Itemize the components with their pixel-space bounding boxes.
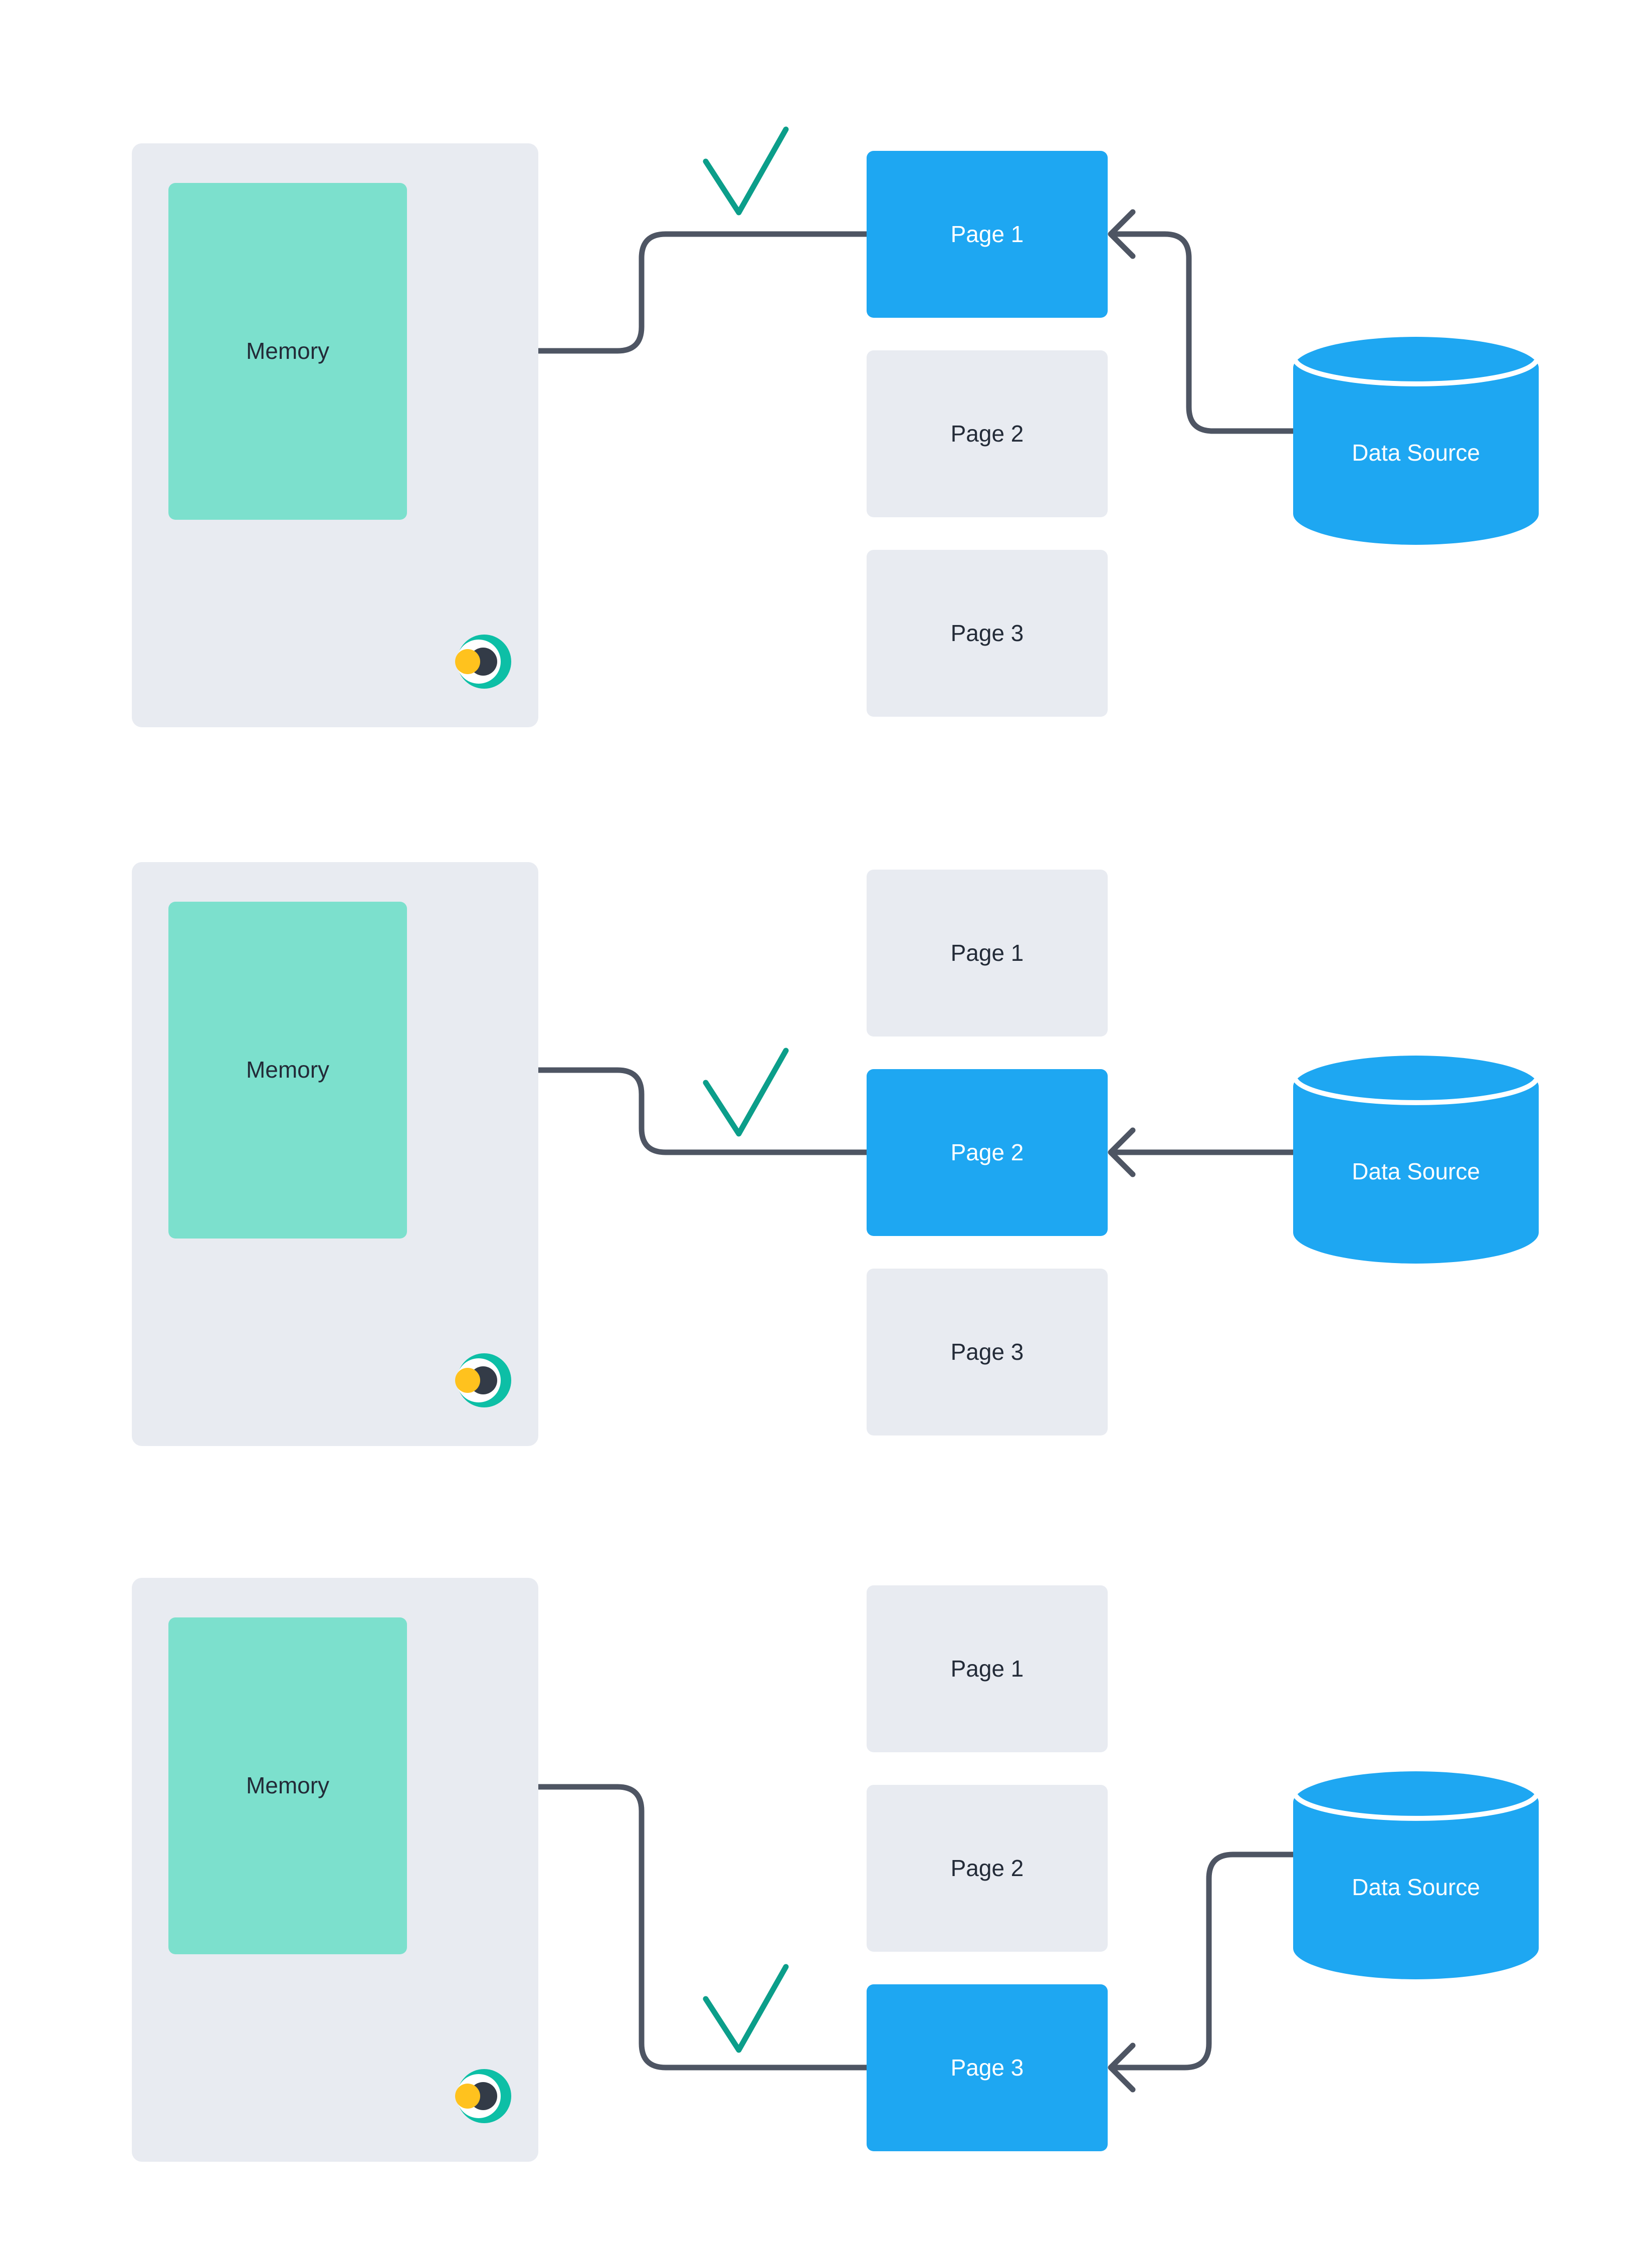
eclipse-logo-icon [455,635,511,689]
cylinder-icon [1293,1771,1539,1979]
memory-box: Memory [168,902,407,1239]
page-label: Page 1 [950,939,1024,966]
page-label: Page 3 [950,620,1024,646]
data-source-label: Data Source [1352,439,1480,466]
data-source-cylinder: Data Source [1293,337,1539,545]
page-label: Page 3 [950,2054,1024,2081]
connector-page3-to-memory [409,1784,870,2071]
connector-datasource-to-page3 [1111,1852,1296,2071]
check-icon-step2 [703,1048,789,1137]
cylinder-icon [1293,1056,1539,1264]
memory-panel: Memory [132,862,538,1446]
page-label: Page 1 [950,1655,1024,1682]
eclipse-logo-icon [455,1353,511,1407]
page-2-card: Page 2 [867,1785,1108,1952]
page-label: Page 2 [950,420,1024,447]
arrowhead-icon [1108,209,1136,259]
data-source-cylinder: Data Source [1293,1771,1539,1979]
eclipse-logo-icon [455,2069,511,2123]
page-label: Page 2 [950,1855,1024,1881]
memory-panel: Memory [132,143,538,727]
arrowhead-icon [1108,1127,1136,1177]
page-1-card: Page 1 [867,1585,1108,1752]
memory-label: Memory [246,338,330,364]
check-icon-step1 [703,126,789,216]
cylinder-icon [1293,337,1539,545]
memory-box: Memory [168,1617,407,1954]
page-3-card: Page 3 [867,550,1108,717]
memory-label: Memory [246,1057,330,1083]
page-label: Page 3 [950,1338,1024,1365]
check-icon-step3 [703,1964,789,2053]
connector-page2-to-memory [409,1067,870,1155]
page-label: Page 1 [950,221,1024,247]
page-1-card: Page 1 [867,870,1108,1037]
connector-page1-to-memory [409,231,870,354]
page-2-card: Page 2 [867,350,1108,517]
arrowhead-icon [1108,2042,1136,2093]
data-source-cylinder: Data Source [1293,1056,1539,1264]
page-2-card: Page 2 [867,1069,1108,1236]
memory-label: Memory [246,1772,330,1799]
page-3-card: Page 3 [867,1984,1108,2151]
connector-datasource-to-page1 [1111,231,1296,434]
data-source-label: Data Source [1352,1874,1480,1900]
page-1-card: Page 1 [867,151,1108,318]
page-label: Page 2 [950,1139,1024,1165]
memory-panel: Memory [132,1578,538,2162]
data-source-label: Data Source [1352,1158,1480,1184]
memory-box: Memory [168,183,407,520]
page-3-card: Page 3 [867,1269,1108,1435]
